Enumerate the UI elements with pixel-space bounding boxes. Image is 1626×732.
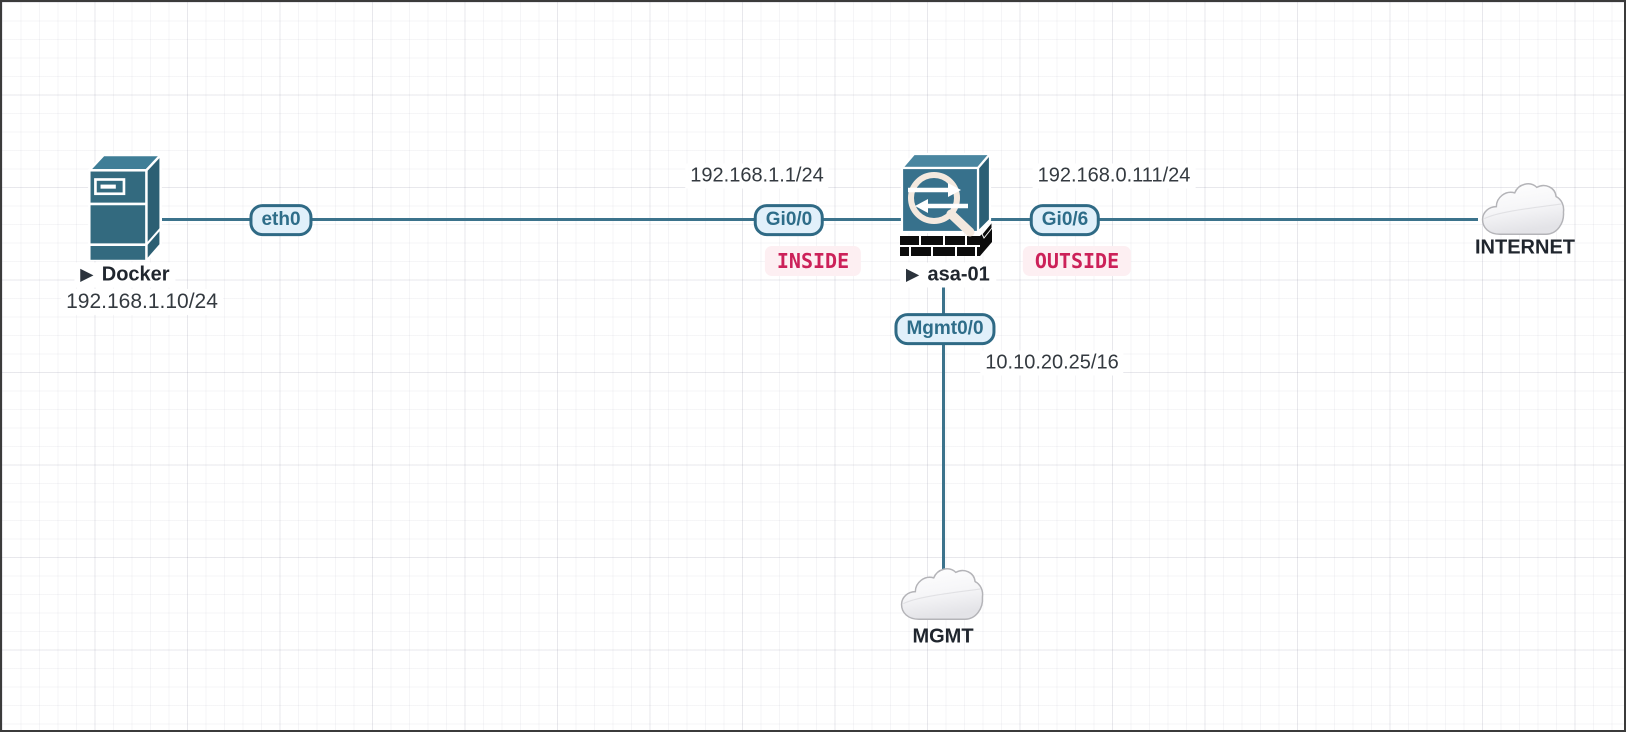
interface-label-gi0-6[interactable]: Gi0/6	[1029, 204, 1101, 236]
interface-label-mgmt0-0[interactable]: Mgmt0/0	[894, 313, 996, 345]
inside-ip-annotation[interactable]: 192.168.1.1/24	[685, 163, 829, 189]
inside-zone-note[interactable]: INSIDE	[764, 246, 862, 276]
docker-ip-annotation[interactable]: 192.168.1.10/24	[61, 288, 223, 316]
mgmt-node-label[interactable]: MGMT	[912, 625, 974, 648]
docker-node-label[interactable]: ▶ Docker	[74, 262, 176, 288]
asa-node-name: asa-01	[927, 263, 990, 286]
link-asa-internet[interactable]	[975, 218, 1478, 221]
running-marker-icon: ▶	[80, 266, 93, 283]
asa-firewall-icon[interactable]	[898, 150, 992, 256]
outside-zone-note[interactable]: OUTSIDE	[1022, 246, 1132, 276]
outside-ip-annotation[interactable]: 192.168.0.111/24	[1032, 163, 1196, 189]
asa-node-label[interactable]: ▶ asa-01	[900, 262, 996, 288]
interface-label-eth0[interactable]: eth0	[249, 204, 313, 236]
link-docker-asa[interactable]	[162, 218, 902, 221]
internet-node-label[interactable]: INTERNET	[1475, 236, 1575, 259]
docker-node-name: Docker	[101, 263, 170, 286]
running-marker-icon: ▶	[906, 266, 919, 283]
mgmt-ip-annotation[interactable]: 10.10.20.25/16	[980, 350, 1124, 376]
docker-server-icon[interactable]	[88, 153, 164, 261]
interface-label-gi0-0[interactable]: Gi0/0	[753, 204, 825, 236]
mgmt-cloud-icon[interactable]	[898, 565, 986, 622]
internet-cloud-icon[interactable]	[1479, 180, 1567, 237]
link-asa-mgmt[interactable]	[942, 286, 945, 570]
